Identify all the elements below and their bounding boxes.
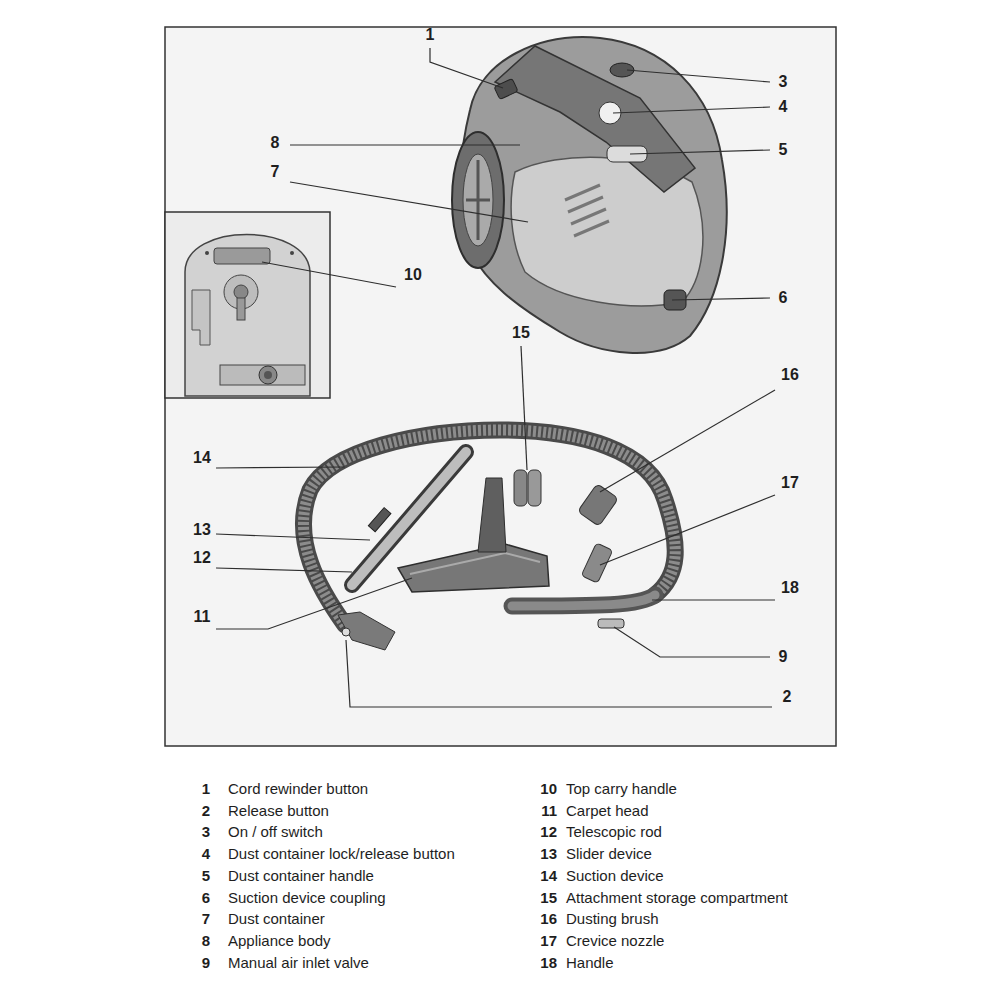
part-name: Handle	[566, 955, 614, 972]
legend-number: 13	[540, 846, 557, 863]
part-name: Telescopic rod	[566, 824, 662, 841]
callout-number: 12	[193, 549, 211, 567]
callout-number: 13	[193, 521, 211, 539]
part-name: Carpet head	[566, 803, 649, 820]
frame	[165, 27, 836, 746]
callout-number: 1	[426, 26, 435, 44]
leader-lines	[216, 48, 775, 707]
legend-number: 4	[202, 846, 210, 863]
part-name: Attachment storage compartment	[566, 890, 788, 907]
legend-number: 3	[202, 824, 210, 841]
part-name: Dust container handle	[228, 868, 374, 885]
legend-number: 2	[202, 803, 210, 820]
callout-number: 16	[781, 366, 799, 384]
part-name: Slider device	[566, 846, 652, 863]
part-name: Manual air inlet valve	[228, 955, 369, 972]
legend-number: 7	[202, 911, 210, 928]
callout-number: 9	[779, 648, 788, 666]
legend-number: 1	[202, 781, 210, 798]
legend-number: 12	[540, 824, 557, 841]
part-name: Top carry handle	[566, 781, 677, 798]
part-name: Crevice nozzle	[566, 933, 664, 950]
legend-number: 6	[202, 890, 210, 907]
callout-number: 2	[783, 688, 792, 706]
part-name: Dust container lock/release button	[228, 846, 455, 863]
part-name: Suction device coupling	[228, 890, 386, 907]
legend-number: 8	[202, 933, 210, 950]
callout-number: 6	[779, 289, 788, 307]
legend-number: 9	[202, 955, 210, 972]
legend-number: 15	[540, 890, 557, 907]
part-name: Appliance body	[228, 933, 331, 950]
part-name: Suction device	[566, 868, 664, 885]
legend-number: 5	[202, 868, 210, 885]
legend-number: 10	[540, 781, 557, 798]
callout-number: 11	[194, 608, 211, 626]
part-name: Cord rewinder button	[228, 781, 368, 798]
part-name: Release button	[228, 803, 329, 820]
callout-number: 3	[779, 73, 788, 91]
callout-number: 15	[512, 324, 530, 342]
part-name: Dusting brush	[566, 911, 659, 928]
inset-view	[165, 212, 330, 398]
legend-number: 16	[540, 911, 557, 928]
part-name: On / off switch	[228, 824, 323, 841]
callout-number: 5	[779, 141, 788, 159]
legend-number: 17	[540, 933, 557, 950]
callout-number: 8	[271, 134, 280, 152]
callout-number: 17	[781, 474, 799, 492]
callout-number: 4	[779, 98, 788, 116]
callout-number: 18	[781, 579, 799, 597]
legend-number: 11	[541, 803, 557, 820]
callout-number: 10	[404, 266, 422, 284]
part-name: Dust container	[228, 911, 325, 928]
legend-number: 18	[540, 955, 557, 972]
legend-number: 14	[540, 868, 557, 885]
callout-number: 7	[271, 163, 280, 181]
callout-number: 14	[193, 449, 211, 467]
